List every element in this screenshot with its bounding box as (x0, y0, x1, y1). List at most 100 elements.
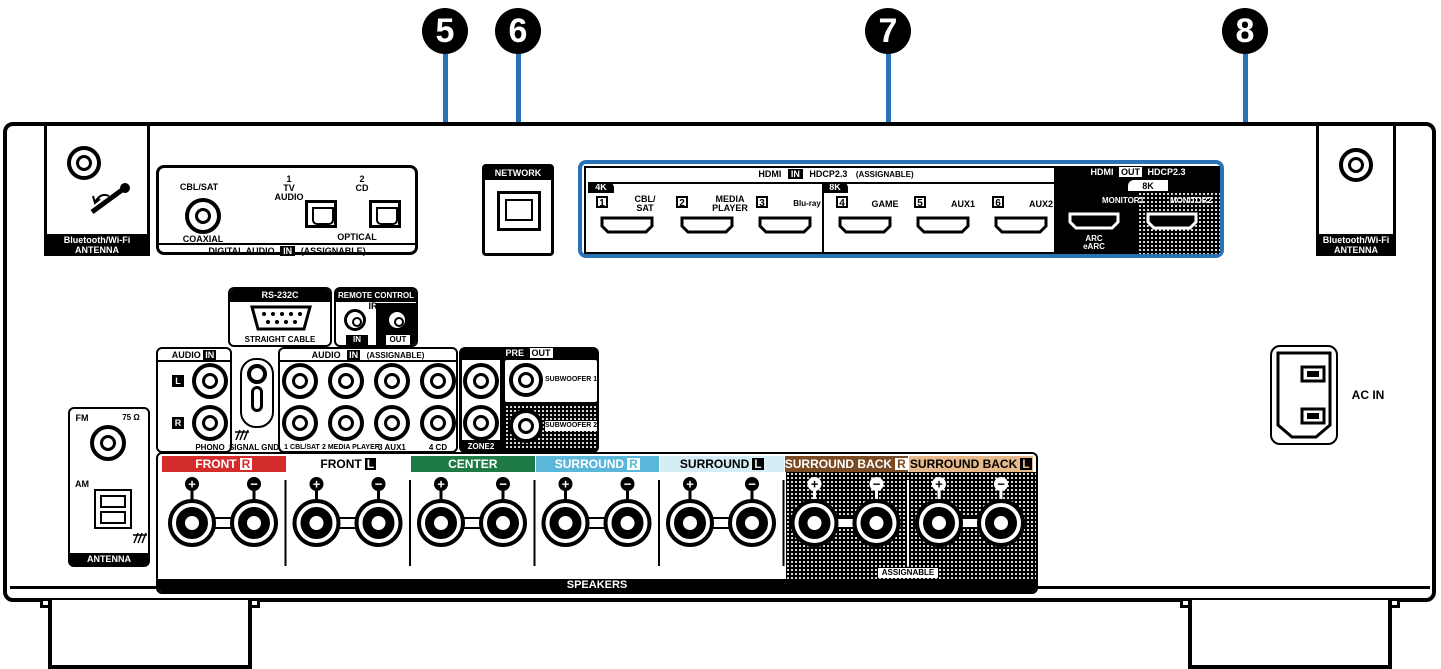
am-label: AM (75, 479, 89, 489)
plus-icon (932, 477, 946, 491)
minus-icon (247, 477, 261, 491)
callout-6: 6 (495, 8, 541, 54)
fm-am-antenna-panel: FM 75 Ω AM ANTENNA (68, 407, 150, 567)
coaxial-label: COAXIAL (182, 234, 224, 244)
fm-label: FM (75, 413, 89, 423)
polarity-stub (626, 491, 629, 499)
speaker-header-name: FRONT (195, 457, 237, 471)
pre-out-panel: PRE OUT ZONE2 SUBWOOFER 1 SUBWOOFER 2 (459, 347, 599, 453)
hdmi-input-3: 3 Blu-ray (756, 194, 822, 244)
network-panel: NETWORK (482, 164, 554, 256)
antenna-connector-icon (1339, 148, 1373, 182)
arc-label: ARC (1085, 234, 1103, 243)
coaxial-cbl-sat-label: CBL/SAT (179, 182, 219, 192)
optical2-label1: CD (355, 183, 369, 193)
minus-sign: − (748, 477, 756, 492)
ethernet-port-icon[interactable] (497, 191, 541, 231)
speaker-separator (284, 480, 287, 566)
db9-connector-icon (250, 305, 312, 331)
audio-in2-r-jack (328, 405, 364, 441)
signal-gnd-terminal (240, 358, 274, 428)
optical2-num: 2 (359, 174, 365, 184)
ac-in-socket[interactable] (1270, 345, 1338, 445)
audio-in2-label: 2 MEDIA PLAYER (322, 444, 380, 451)
speaker-header-side: L (364, 457, 377, 471)
audio-phono-title: AUDIO IN (171, 350, 217, 360)
audio-in4-r-jack (420, 405, 456, 441)
hdmi-out-panel: HDMI OUT HDCP2.3 8K MONITOR1 MONITOR2 AR… (1056, 166, 1220, 254)
optical1-label2: AUDIO (274, 192, 304, 202)
hdmi-input-4: 4 GAME (836, 194, 906, 244)
network-label: NETWORK (485, 167, 551, 180)
hdmi-input-6: 6 AUX2 (992, 194, 1058, 244)
zone2-l-jack (463, 363, 499, 399)
minus-sign: − (250, 477, 258, 492)
hdmi-in-ports (600, 216, 1048, 234)
plus-icon (185, 477, 199, 491)
speaker-post-minus (245, 514, 263, 532)
polarity-stub (999, 491, 1003, 499)
speaker-pair-0: +− (168, 477, 287, 566)
optical-jack-2 (369, 200, 401, 228)
speaker-header-2: CENTER (411, 456, 535, 472)
speaker-header-side: R (239, 457, 253, 471)
speaker-header-name: CENTER (448, 457, 498, 471)
speaker-separator (533, 480, 536, 566)
signal-gnd-label: SIGNAL GND (228, 443, 280, 452)
antenna-rotate-icon (90, 183, 130, 215)
polarity-stub (750, 491, 754, 499)
remote-out-jack (386, 309, 408, 331)
plus-icon (683, 477, 697, 491)
plus-sign: + (686, 477, 694, 492)
speakers-title: SPEAKERS (158, 579, 1036, 592)
fm-am-antenna-label: ANTENNA (70, 553, 148, 565)
right-foot (1188, 600, 1392, 669)
minus-sign: − (375, 477, 383, 492)
minus-sign: − (499, 477, 507, 492)
ground-symbol-icon (235, 429, 249, 441)
polarity-stub (377, 491, 380, 499)
zone2-r-jack (463, 405, 499, 441)
minus-icon (994, 477, 1008, 491)
ac-in-label: AC IN (1351, 388, 1385, 402)
remote-title: REMOTE CONTROL (336, 289, 416, 302)
callout-5: 5 (422, 8, 468, 54)
speaker-post-plus (183, 514, 201, 532)
speaker-post-plus (805, 514, 824, 532)
plus-sign: + (811, 477, 819, 492)
phono-l-jack (192, 363, 228, 399)
minus-icon (745, 477, 759, 491)
polarity-stub (315, 491, 318, 499)
callout-7-line (886, 54, 891, 162)
audio-in3-l-jack (374, 363, 410, 399)
speaker-post-minus (494, 514, 512, 532)
subwoofer1-jack (509, 363, 543, 397)
speaker-header-side: R (895, 457, 908, 471)
speaker-post-minus (618, 514, 637, 532)
speaker-pair-6: +− (915, 477, 1025, 547)
hdmi-block: HDMI IN HDCP2.3 (ASSIGNABLE) 4K 8K 1 CBL… (578, 160, 1224, 258)
polarity-stub (564, 491, 567, 499)
callout-7: 7 (865, 8, 911, 54)
earc-label: eARC (1083, 242, 1105, 251)
speaker-separator (409, 480, 411, 566)
hdmi-in-panel: HDMI IN HDCP2.3 (ASSIGNABLE) 4K 8K 1 CBL… (584, 166, 1056, 254)
coaxial-jack (185, 198, 221, 234)
digital-audio-panel: CBL/SAT COAXIAL 1 TV AUDIO 2 CD OPTICAL … (156, 165, 418, 256)
speaker-header-name: FRONT (320, 457, 362, 471)
hdmi-out-8k-badge (1128, 180, 1168, 191)
hdmi-in-title: HDMI IN HDCP2.3 (ASSIGNABLE) (758, 169, 914, 179)
plus-sign: + (313, 477, 321, 492)
remote-in-jack (344, 309, 366, 331)
phono-l-badge: L (172, 375, 184, 387)
speaker-header-name: SURROUND BACK (784, 457, 893, 471)
audio-in3-r-jack (374, 405, 410, 441)
subwoofer2-label: SUBWOOFER 2 (545, 422, 598, 429)
polarity-stub (813, 491, 816, 499)
